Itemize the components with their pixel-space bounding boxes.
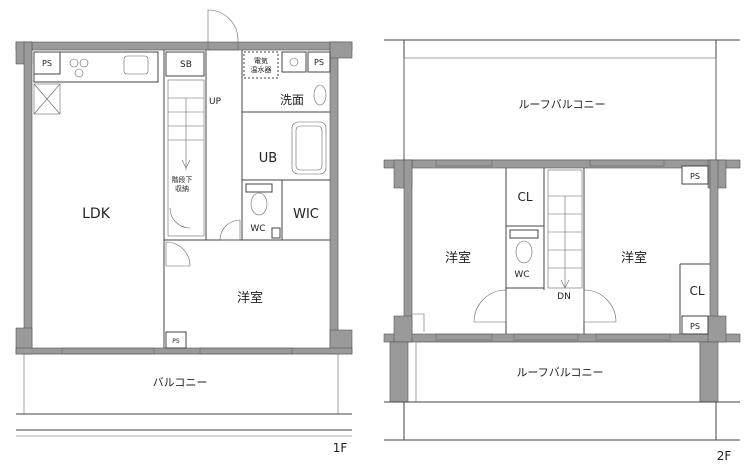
- shoe-box: [165, 51, 205, 77]
- label-1f: 1F: [333, 441, 348, 455]
- stove-burner: [69, 58, 79, 68]
- bathtub: [291, 121, 327, 175]
- wall-right-2f: [709, 159, 719, 343]
- door-western-right-2f: [583, 289, 617, 323]
- label-sb: SB: [180, 60, 192, 70]
- ps-bath-box: [307, 51, 331, 73]
- door-western-left-2f: [473, 289, 507, 323]
- label-ldk: LDK: [82, 206, 111, 222]
- label-cl-right: CL: [689, 284, 704, 298]
- stove-burner: [74, 68, 84, 78]
- toilet-bowl-1f: [250, 192, 268, 216]
- ps-top-box: [681, 165, 709, 185]
- label-ps-bath: PS: [314, 58, 324, 67]
- water-heater-box: [243, 51, 279, 79]
- window-bottom-left-2f: [435, 333, 493, 341]
- toilet-tank-2f: [509, 229, 539, 239]
- label-roof-balcony-top: ルーフバルコニー: [518, 98, 605, 111]
- washer-sink-box: [281, 51, 307, 73]
- label-western-left-2f: 洋室: [445, 250, 471, 266]
- toilet-tank-1f: [245, 183, 273, 193]
- label-dn: DN: [557, 292, 571, 302]
- label-ps-small: PS: [172, 338, 180, 345]
- door-western-1f: [165, 241, 191, 267]
- label-ub: UB: [259, 151, 277, 166]
- label-roof-balcony-bottom: ルーフバルコニー: [516, 366, 603, 379]
- label-under-stairs-2: 収納: [175, 184, 189, 193]
- wall-right-1f: [329, 41, 339, 353]
- label-wc-1f: WC: [250, 224, 265, 234]
- label-ps-kitchen: PS: [42, 59, 52, 68]
- label-water-heater-1: 電気: [254, 56, 268, 65]
- staircase-1f: [167, 79, 205, 237]
- window-bottom-right-2f: [595, 333, 671, 341]
- window-bottom-mid-2f: [513, 333, 579, 341]
- wall-bottom-2f: [383, 333, 741, 343]
- wall-post-right-2f: [699, 341, 719, 403]
- label-washroom: 洗面: [280, 93, 304, 107]
- floor-1f: [15, 9, 353, 437]
- stove-burner: [79, 58, 89, 68]
- entry-door: [207, 9, 239, 51]
- window-top-left-2f: [435, 159, 493, 167]
- wall-corner-tr-1f: [329, 41, 353, 59]
- door-storage-1f: [169, 207, 191, 229]
- wash-basin: [313, 84, 327, 106]
- ps-western-box: [165, 331, 187, 349]
- label-ps-bottom: PS: [690, 322, 700, 331]
- label-western-1f: 洋室: [237, 290, 263, 306]
- label-ps-top: PS: [690, 172, 700, 181]
- ps-bottom-box: [681, 315, 709, 335]
- label-balcony-1f: バルコニー: [153, 376, 208, 389]
- wall-post-left-2f: [389, 341, 409, 403]
- wall-left-1f: [23, 41, 33, 355]
- toilet-bowl-2f: [515, 240, 533, 264]
- label-under-stairs-1: 階段下: [172, 175, 193, 184]
- label-western-right-2f: 洋室: [621, 250, 647, 266]
- door-wc-1f: [219, 219, 241, 241]
- label-2f: 2F: [717, 449, 732, 463]
- label-up: UP: [209, 97, 222, 107]
- ps-kitchen-box: [33, 51, 61, 75]
- wall-top-2f: [383, 159, 741, 169]
- kitchen-sink: [123, 55, 149, 75]
- label-wc-2f: WC: [514, 270, 529, 280]
- wall-bottom-1f: [15, 347, 353, 355]
- window-top-right-2f: [589, 159, 665, 167]
- refrigerator: [33, 83, 61, 115]
- label-cl-left: CL: [517, 190, 532, 204]
- label-wic: WIC: [293, 207, 319, 222]
- wall-left-2f: [403, 159, 413, 343]
- floor-2f: [383, 39, 741, 441]
- wall-top-1f: [15, 41, 353, 51]
- label-water-heater-2: 温水器: [251, 65, 272, 74]
